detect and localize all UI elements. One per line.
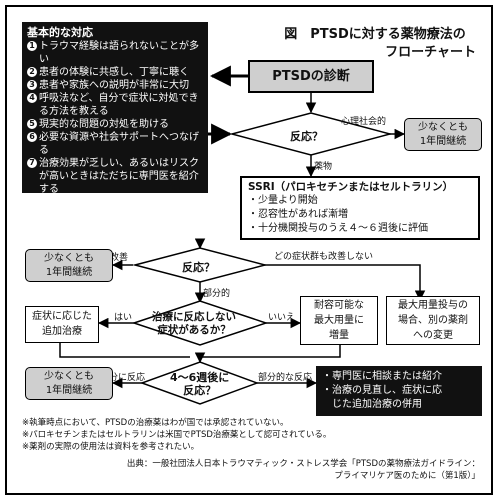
symptom-tx-line2: 追加治療 (42, 326, 82, 337)
no-label: いいえ (268, 313, 296, 323)
max-dose-line1: 耐容可能な (314, 300, 364, 311)
continue1-line1: 少なくとも (418, 122, 468, 133)
final-action-box: ・専門医に相談または紹介・治療の見直し、症状に応 じた追加治療の併用 (316, 366, 482, 416)
max-dose-line3: 増量 (329, 330, 349, 341)
principle-number: 3 (27, 80, 37, 90)
principle-text: 治療効果が乏しい、あるいはリスクが高いときはただちに専門医を紹介する (39, 158, 199, 195)
residual-line1: 治療に反応しない (152, 311, 236, 323)
source-citation: 出典：一般社団法人日本トラウマティック・ストレス学会「PTSDの薬物療法ガイドラ… (90, 458, 480, 482)
figure-title: 図 PTSDに対する薬物療法の フローチャート (262, 26, 488, 62)
sufficient-label: 十分に反応 (100, 373, 146, 383)
no-improve-label: どの症状群も改善しない (274, 252, 374, 262)
footnotes: ※執筆時点において、PTSDの治療薬はわが国では承認されていない。 ※パロキセチン… (22, 417, 331, 453)
principle-text: 必要な資源や社会サポートへつなげる (39, 132, 199, 156)
ssri-item: ・少量より開始 (248, 195, 318, 206)
principles-heading: 基本的な対応 (27, 26, 93, 39)
residual-line2: 症状があるか？ (157, 324, 231, 336)
continue2-line2: 1年間継続 (45, 267, 93, 278)
drug-label: 薬物 (314, 162, 333, 172)
principle-number: 7 (27, 158, 37, 168)
max-dose-line2: 最大用量に (314, 315, 364, 326)
continue3-box: 少なくとも 1年間継続 (25, 367, 113, 400)
principle-number: 6 (27, 132, 37, 142)
response1-diamond (229, 112, 393, 156)
principle-number: 2 (27, 67, 37, 77)
principle-text: トラウマ経験は語られないことが多い (39, 41, 199, 65)
response3-diamond (139, 361, 260, 405)
principle-text: 現実的な問題の対処を助ける (39, 119, 169, 130)
principle-number: 4 (27, 93, 37, 103)
yes-label: はい (114, 313, 133, 323)
response2-diamond (132, 247, 268, 283)
final-item: ・治療の見直し、症状に応 (322, 385, 442, 396)
footnote: ※執筆時点において、PTSDの治療薬はわが国では承認されていない。 (22, 418, 289, 428)
source-line2: プライマリケア医のために（第1版）」 (334, 471, 480, 481)
ssri-box: SSRI（パロキセチンまたはセルトラリン） ・少量より開始・忍容性があれば漸増・… (240, 176, 480, 240)
ssri-item: ・十分機関投与のうえ４〜６週後に評価 (248, 223, 428, 234)
improved-label: 改善 (110, 253, 129, 263)
residual-diamond (131, 300, 269, 346)
residual-label: 治療に反応しない 症状があるか？ (152, 311, 236, 337)
switch-drug-box: 最大用量投与の 場合、別の薬剤 への変更 (386, 296, 480, 345)
title-line2: フローチャート (385, 45, 476, 60)
response1-label: 反応？ (290, 130, 323, 143)
footnote: ※薬剤の実際の使用法は資料を参考されたい。 (22, 442, 200, 452)
continue3-line1: 少なくとも (44, 371, 94, 382)
principle-text: 患者の体験に共感し、丁寧に聴く (39, 67, 189, 78)
partial-label: 部分的 (203, 289, 231, 299)
principle-text: 患者や家族への説明が非常に大切 (39, 80, 189, 91)
continue2-line1: 少なくとも (44, 253, 94, 264)
principle-number: 1 (27, 41, 37, 51)
response2-label: 反応？ (182, 261, 215, 274)
principle-text: 呼吸法など、自分で症状に対処できる方法を教える (39, 93, 199, 117)
principle-number: 5 (27, 119, 37, 129)
continue1-line2: 1年間継続 (419, 136, 467, 147)
symptom-tx-line1: 症状に応じた (32, 311, 92, 322)
diagram-frame (5, 5, 493, 495)
continue1-box: 少なくとも 1年間継続 (404, 118, 482, 151)
title-line1: 図 PTSDに対する薬物療法の (284, 27, 466, 42)
final-item: ・専門医に相談または紹介 (322, 371, 442, 382)
psychosocial-label: 心理社会的 (341, 117, 387, 127)
response3-label: 4〜6週後に 反応？ (170, 371, 229, 397)
response3-line1: 4〜6週後に (170, 371, 230, 384)
switch-drug-line1: 最大用量投与の (398, 300, 468, 311)
switch-drug-line3: への変更 (413, 330, 453, 341)
ssri-item: ・忍容性があれば漸増 (248, 209, 348, 220)
symptom-treatment-box: 症状に応じた 追加治療 (25, 306, 99, 343)
footnote: ※パロキセチンまたはセルトラリンは米国でPTSD治療薬として認可されている。 (22, 430, 332, 440)
ssri-title: SSRI（パロキセチンまたはセルトラリン） (248, 181, 454, 193)
source-line1: 出典：一般社団法人日本トラウマティック・ストレス学会「PTSDの薬物療法ガイドラ… (126, 459, 480, 469)
diagnosis-box: PTSDの診断 (248, 60, 374, 93)
max-dose-box: 耐容可能な 最大用量に 増量 (300, 296, 378, 345)
partial-response-label: 部分的な反応 (258, 373, 313, 383)
final-item: じた追加治療の併用 (322, 399, 422, 410)
continue2-box: 少なくとも 1年間継続 (25, 249, 113, 282)
response3-line2: 反応？ (183, 384, 217, 397)
switch-drug-line2: 場合、別の薬剤 (398, 315, 468, 326)
continue3-line2: 1年間継続 (45, 385, 93, 396)
